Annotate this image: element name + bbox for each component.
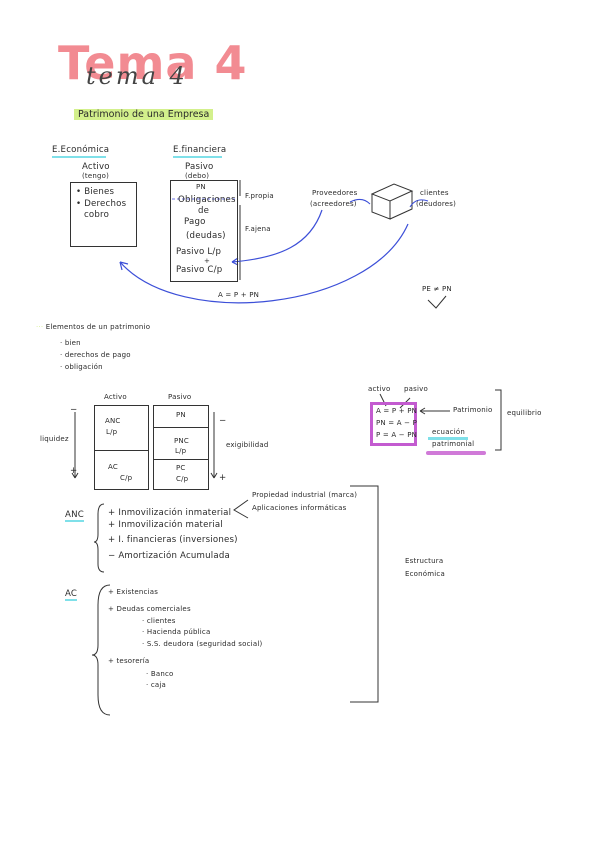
- ac-deudas: + Deudas comerciales: [108, 605, 191, 613]
- balance-activo-box: [94, 405, 149, 490]
- exigibilidad-plus: +: [219, 473, 227, 483]
- pasivo-col-title: Pasivo: [185, 162, 214, 172]
- ac-deudas-hacienda: · Hacienda pública: [142, 628, 211, 636]
- proveedores-sub: (acreedores): [310, 200, 357, 208]
- anc-sub-1: Propiedad industrial (marca): [252, 491, 358, 499]
- activo-item-bienes: • Bienes: [76, 187, 115, 197]
- estructura-line2: Económica: [405, 570, 445, 578]
- page-title-script: tema 4: [86, 62, 188, 90]
- elements-heading: ··· Elementos de un patrimonio: [36, 323, 151, 331]
- ac-deudas-ss: · S.S. deudora (seguridad social): [142, 640, 263, 648]
- ac-tesoreria-caja: · caja: [146, 681, 167, 689]
- economic-heading: E.Económica: [52, 145, 110, 155]
- ac-deudas-clientes: · clientes: [142, 617, 176, 625]
- f-ajena-label: F.ajena: [245, 225, 271, 233]
- pasivo-plus: +: [204, 257, 211, 265]
- liquidez-minus: −: [70, 405, 78, 415]
- equation-a-p-pn: A = P + PN: [218, 291, 260, 299]
- balance-liquidez: liquidez: [40, 435, 69, 443]
- balance-exigibilidad: exigibilidad: [226, 441, 269, 449]
- subtitle: Patrimonio de una Empresa: [74, 109, 214, 120]
- anc-sub-2: Aplicaciones informáticas: [252, 504, 347, 512]
- oblig-line3: Pago: [184, 217, 206, 227]
- balance-pasivo-divider1: [153, 427, 209, 428]
- eq-purple-underline: [426, 451, 486, 455]
- pasivo-box: [170, 180, 238, 282]
- ac-tesoreria: + tesorería: [108, 657, 150, 665]
- financial-heading: E.financiera: [173, 145, 227, 155]
- anc-label: ANC: [65, 510, 84, 522]
- estructura-line1: Estructura: [405, 557, 444, 565]
- page-title: Tema 4: [58, 36, 248, 90]
- balance-pasivo-divider2: [153, 459, 209, 460]
- eq-equilibrio: equilibrio: [507, 409, 542, 417]
- pasivo-pn: PN: [196, 183, 206, 191]
- ac-tesoreria-banco: · Banco: [146, 670, 174, 678]
- balance-pn: PN: [176, 411, 186, 419]
- clientes-sub: (deudores): [416, 200, 457, 208]
- balance-ac-cp: C/p: [120, 474, 133, 482]
- balance-pnc-lp: L/p: [175, 447, 187, 455]
- balance-anc-lp: L/p: [106, 428, 118, 436]
- balance-pc-cp: C/p: [176, 475, 189, 483]
- oblig-line1: Obligaciones: [178, 195, 236, 205]
- pasivo-cp: Pasivo C/p: [176, 265, 223, 275]
- elements-item-derechos: · derechos de pago: [60, 351, 131, 359]
- oblig-line2: de: [198, 206, 210, 216]
- anc-item-2: + Inmovilización material: [108, 520, 223, 530]
- balance-pasivo-header: Pasivo: [168, 393, 192, 401]
- pasivo-lp: Pasivo L/p: [176, 247, 222, 257]
- ac-existencias: + Existencias: [108, 588, 159, 596]
- activo-col-title: Activo: [82, 162, 110, 172]
- balance-activo-divider: [94, 450, 149, 451]
- elements-item-obligacion: · obligación: [60, 363, 103, 371]
- activo-item-derechos: • Derechos: [76, 199, 127, 209]
- balance-ac: AC: [108, 463, 118, 471]
- activo-col-sub: (tengo): [82, 172, 110, 180]
- pasivo-col-sub: (debo): [185, 172, 210, 180]
- elements-item-bien: · bien: [60, 339, 81, 347]
- exigibilidad-minus: −: [219, 416, 227, 426]
- oblig-line4: (deudas): [186, 231, 226, 241]
- anc-item-3: + I. financieras (inversiones): [108, 535, 238, 545]
- anc-item-1: + Inmovilización inmaterial: [108, 508, 232, 518]
- clientes-label: clientes: [420, 189, 449, 197]
- eq-patrimonio: Patrimonio: [453, 406, 493, 414]
- activo-item-cobro: cobro: [84, 210, 110, 220]
- eq-patrimonial: patrimonial: [432, 440, 475, 448]
- balance-pasivo-box: [153, 405, 209, 490]
- eq-purple-box: [370, 402, 417, 446]
- f-propia-label: F.propia: [245, 192, 274, 200]
- eq-line2: PN = A − P: [376, 419, 418, 427]
- ac-label: AC: [65, 589, 78, 601]
- eq-pasivo-label: pasivo: [404, 385, 428, 393]
- balance-activo-header: Activo: [104, 393, 127, 401]
- anc-item-4: − Amortización Acumulada: [108, 551, 230, 561]
- eq-line3: P = A − PN: [376, 431, 418, 439]
- pe-pn-label: PE ≠ PN: [422, 285, 452, 293]
- eq-line1: A = P + PN: [376, 407, 418, 415]
- proveedores-label: Proveedores: [312, 189, 358, 197]
- liquidez-plus: +: [70, 466, 78, 476]
- balance-pnc: PNC: [174, 437, 189, 445]
- eq-cyan-underline: [428, 437, 468, 440]
- activo-box: [70, 182, 137, 247]
- eq-activo-label: activo: [368, 385, 391, 393]
- eq-ecuacion: ecuación: [432, 428, 465, 436]
- balance-anc: ANC: [105, 417, 121, 425]
- balance-pc: PC: [176, 464, 186, 472]
